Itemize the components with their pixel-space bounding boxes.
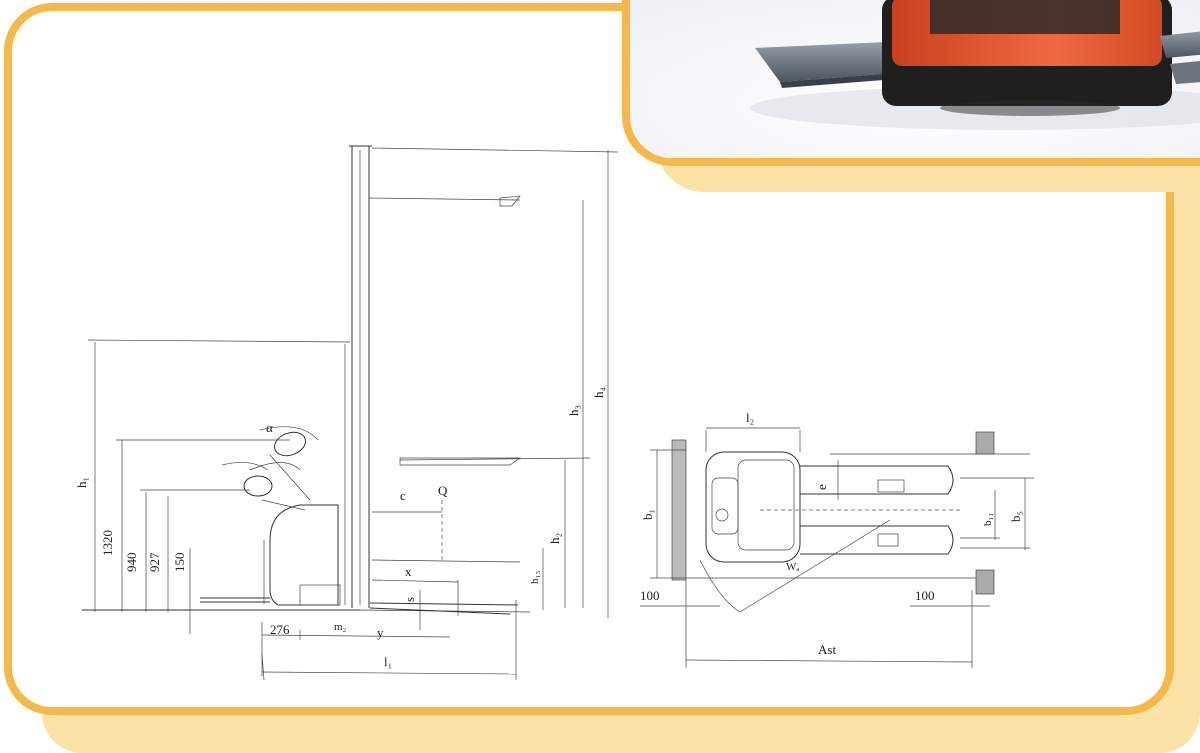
dim-100-left: 100 (640, 588, 660, 603)
label-s: s (402, 597, 417, 602)
dim-1320: 1320 (100, 530, 115, 556)
label-h3: h₃ (566, 405, 581, 416)
label-h2: h₂ (547, 533, 562, 544)
label-b5: b₅ (1008, 511, 1023, 522)
dim-927: 927 (147, 552, 162, 572)
label-l1: l₁ (384, 654, 392, 669)
label-h4: h₄ (591, 387, 606, 399)
label-wa: Wₐ (786, 561, 799, 573)
dim-940: 940 (124, 553, 139, 573)
label-x: x (405, 564, 412, 579)
label-h13: h₁₃ (529, 571, 541, 584)
label-b11: b₁₁ (982, 513, 994, 526)
label-q: Q (438, 483, 448, 498)
label-l2: l₂ (746, 410, 754, 425)
label-c: c (400, 488, 406, 503)
label-ast: Ast (818, 642, 836, 657)
dim-150: 150 (172, 553, 187, 573)
label-y: y (377, 625, 384, 640)
truck-photo (630, 0, 1200, 158)
label-e: e (814, 484, 829, 490)
label-b1: b₁ (640, 509, 655, 520)
label-m2: m₂ (334, 621, 347, 633)
product-photo-panel (622, 0, 1200, 166)
label-alpha: α (266, 420, 273, 435)
dim-100-right: 100 (915, 588, 935, 603)
label-h1: h₁ (74, 477, 89, 488)
dim-276: 276 (270, 622, 290, 637)
top-view (640, 427, 1034, 668)
side-view (82, 145, 619, 681)
